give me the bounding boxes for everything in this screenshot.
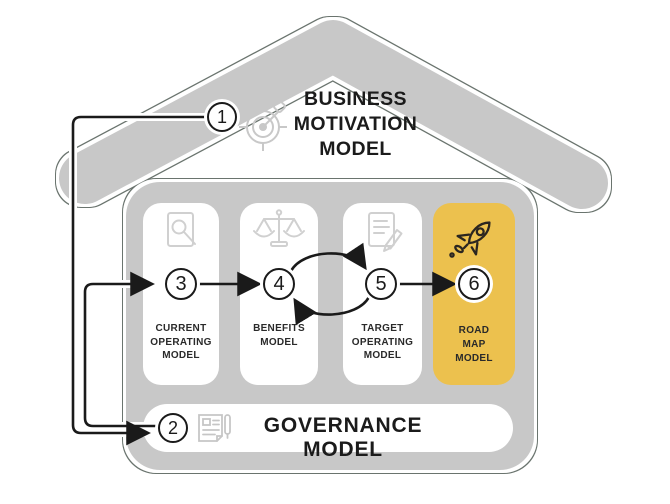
scales-icon — [253, 209, 305, 247]
arrow-5-to-4-curve — [293, 296, 371, 326]
target-dart-icon — [239, 99, 287, 151]
step-circle-1: 1 — [207, 102, 237, 132]
current-operating-model-label: CURRENT OPERATING MODEL — [150, 323, 212, 361]
governance-bar — [143, 404, 513, 452]
benefits-model-label: BENEFITS MODEL — [253, 323, 305, 348]
arrow-2-to-3 — [83, 271, 158, 428]
step-circle-3: 3 — [165, 268, 197, 300]
document-search-icon — [167, 212, 196, 247]
roof-shape — [59, 20, 608, 209]
document-edit-icon — [368, 212, 403, 252]
arrow-1-to-governance — [71, 115, 206, 446]
road-map-model-label: ROAD MAP MODEL — [455, 325, 493, 364]
step-circle-6: 6 — [458, 268, 490, 300]
step-circle-4: 4 — [263, 268, 295, 300]
newspaper-pen-icon — [198, 414, 231, 442]
governance-model-label: GOVERNANCE MODEL — [263, 414, 423, 461]
house-body — [126, 182, 534, 470]
arrow-4-to-5-curve — [289, 242, 367, 272]
rocket-icon — [449, 221, 491, 258]
step-circle-2: 2 — [158, 413, 188, 443]
step-circle-5: 5 — [365, 268, 397, 300]
target-operating-model-label: TARGET OPERATING MODEL — [351, 323, 414, 361]
business-motivation-model-title: BUSINESS MOTIVATION MODEL — [293, 88, 418, 160]
